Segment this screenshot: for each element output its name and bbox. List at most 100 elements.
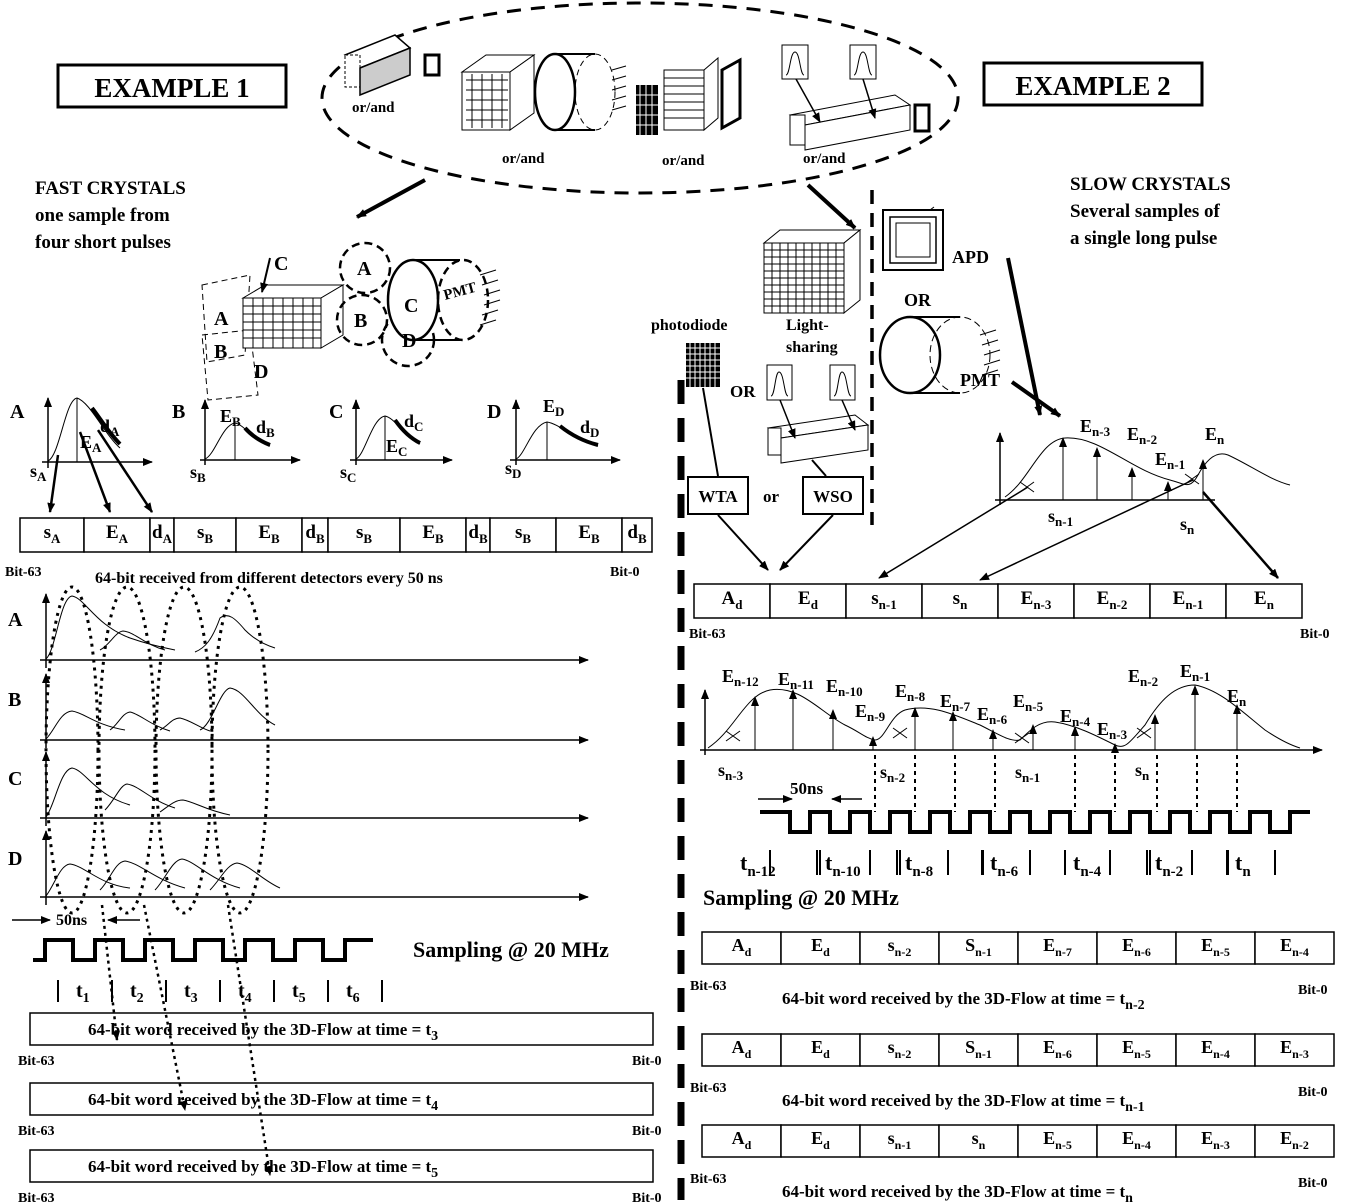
trace-d [40, 830, 589, 905]
svg-text:sn-3: sn-3 [718, 760, 744, 783]
ex2-output-word-field [780, 1033, 861, 1067]
light-sharing-icon [781, 44, 931, 151]
svg-text:ED: ED [543, 396, 564, 419]
ex1-output-word-caption: 64-bit word received by the 3D-Flow at t… [88, 1157, 438, 1181]
example1-subtitle-2: one sample from [35, 205, 170, 226]
ex2-output-word-field [859, 1033, 940, 1067]
svg-text:En-6: En-6 [977, 704, 1008, 727]
ex2-output-bit-low: Bit-0 [1298, 983, 1328, 998]
ex2-output-word-field [1175, 1124, 1256, 1158]
trace-label-a: A [8, 609, 23, 631]
mini-plot-c [350, 399, 453, 465]
circle-label-a: A [357, 258, 372, 280]
svg-text:sn: sn [1135, 760, 1150, 783]
example1-subtitle-1: FAST CRYSTALS [35, 178, 186, 199]
trace-c [40, 751, 589, 826]
ex2-output-word-field [1254, 1033, 1335, 1067]
light-sharing-label-1: Light- [786, 317, 829, 334]
svg-text:En-3: En-3 [1097, 719, 1128, 742]
crystal-block-icon [762, 228, 862, 315]
svg-text:En-1: En-1 [1155, 449, 1185, 472]
circle-label-c: C [404, 295, 418, 317]
ex2-clock-waveform [760, 810, 1310, 834]
svg-text:En: En [1205, 424, 1225, 447]
example2-subtitle-3: a single long pulse [1070, 228, 1217, 249]
svg-text:EB: EB [220, 406, 241, 429]
svg-text:En: En [1227, 686, 1247, 709]
wta-box [687, 476, 749, 515]
ex2-word-field [693, 583, 771, 619]
pmt-label-ex1: PMT [442, 280, 478, 304]
ex1-clock-waveform [33, 938, 373, 962]
ex2-word-field [845, 583, 923, 619]
svg-text:En-10: En-10 [826, 676, 863, 699]
svg-text:En-7: En-7 [940, 691, 971, 714]
ex1-time-tick: t4 [238, 980, 252, 1006]
trace-label-c: C [8, 768, 22, 790]
ex1-time-tick: t1 [76, 980, 90, 1006]
or-label-photodiode: OR [730, 382, 756, 401]
svg-text:En-3: En-3 [1080, 416, 1111, 439]
svg-text:dB: dB [256, 417, 275, 440]
mini-plot-label-b: B [172, 401, 185, 423]
svg-text:sn: sn [1180, 514, 1195, 537]
apd-label: APD [952, 247, 989, 267]
or-and-label-1: or/and [352, 100, 395, 116]
ex2-output-bit-low: Bit-0 [1298, 1085, 1328, 1100]
ex2-output-word-field [938, 1124, 1019, 1158]
or-label-wta-wso: or [763, 487, 780, 506]
ex1-output-word-box [29, 1149, 654, 1183]
multi-pulse-plot [700, 684, 1323, 812]
svg-text:dA: dA [100, 416, 120, 439]
ex1-word-field [301, 517, 329, 553]
detector-options-ellipse [320, 1, 960, 195]
ex1-word-field [173, 517, 237, 553]
example2-detectors [686, 206, 1062, 571]
ex2-output-word-field [938, 931, 1019, 965]
light-sharing-label-2: sharing [786, 339, 838, 356]
pmt-icon-ex2 [878, 315, 1001, 395]
ex1-output-bit-high: Bit-63 [18, 1124, 55, 1139]
svg-text:En-9: En-9 [855, 701, 886, 724]
ex2-output-word-caption: 64-bit word received by the 3D-Flow at t… [782, 1091, 1145, 1115]
detector-options: or/and or/and or/and [343, 34, 931, 169]
ex2-output-word-caption: 64-bit word received by the 3D-Flow at t… [782, 989, 1145, 1013]
svg-text:En-1: En-1 [1180, 661, 1210, 684]
example1-title-box [56, 63, 288, 109]
circle-label-d: D [402, 330, 416, 352]
ex1-output-bit-low: Bit-0 [632, 1124, 662, 1139]
mini-plot-label-a: A [10, 401, 25, 423]
svg-text:sC: sC [340, 462, 356, 485]
ex2-time-tick: tn-4 [1073, 850, 1102, 880]
svg-text:sn-1: sn-1 [1048, 506, 1073, 529]
trace-a [40, 593, 589, 668]
svg-text:dD: dD [580, 417, 599, 440]
ex1-time-tick: t5 [292, 980, 306, 1006]
ex2-word-field [1225, 583, 1303, 619]
ex2-word-bit-low: Bit-0 [1300, 627, 1330, 642]
or-and-label-4: or/and [803, 151, 846, 167]
mini-plot-label-c: C [329, 401, 343, 423]
multi-pulse-sample-arrows [751, 685, 1241, 753]
ex2-output-bit-low: Bit-0 [1298, 1176, 1328, 1191]
example2-subtitle-1: SLOW CRYSTALS [1070, 174, 1231, 195]
arrow-to-example1 [356, 178, 426, 219]
ex1-output-word-box [29, 1082, 654, 1116]
svg-text:sn-2: sn-2 [880, 762, 905, 785]
ex2-output-word-field [780, 931, 861, 965]
group-to-word-arrows [100, 904, 273, 1176]
crystal-block-pmt-icon [460, 52, 627, 132]
wso-box [802, 476, 864, 515]
detector-traces [40, 585, 589, 1176]
ex1-output-word-caption: 64-bit word received by the 3D-Flow at t… [88, 1020, 438, 1044]
svg-text:sD: sD [505, 458, 521, 481]
example2-title: EXAMPLE 2 [1015, 71, 1170, 101]
block-label-a: A [214, 308, 229, 330]
ex2-output-word-field [1254, 1124, 1335, 1158]
trace-label-d: D [8, 848, 22, 870]
trace-label-b: B [8, 689, 21, 711]
ex1-period-label: 50ns [56, 912, 87, 929]
mini-plot-a [42, 397, 154, 513]
